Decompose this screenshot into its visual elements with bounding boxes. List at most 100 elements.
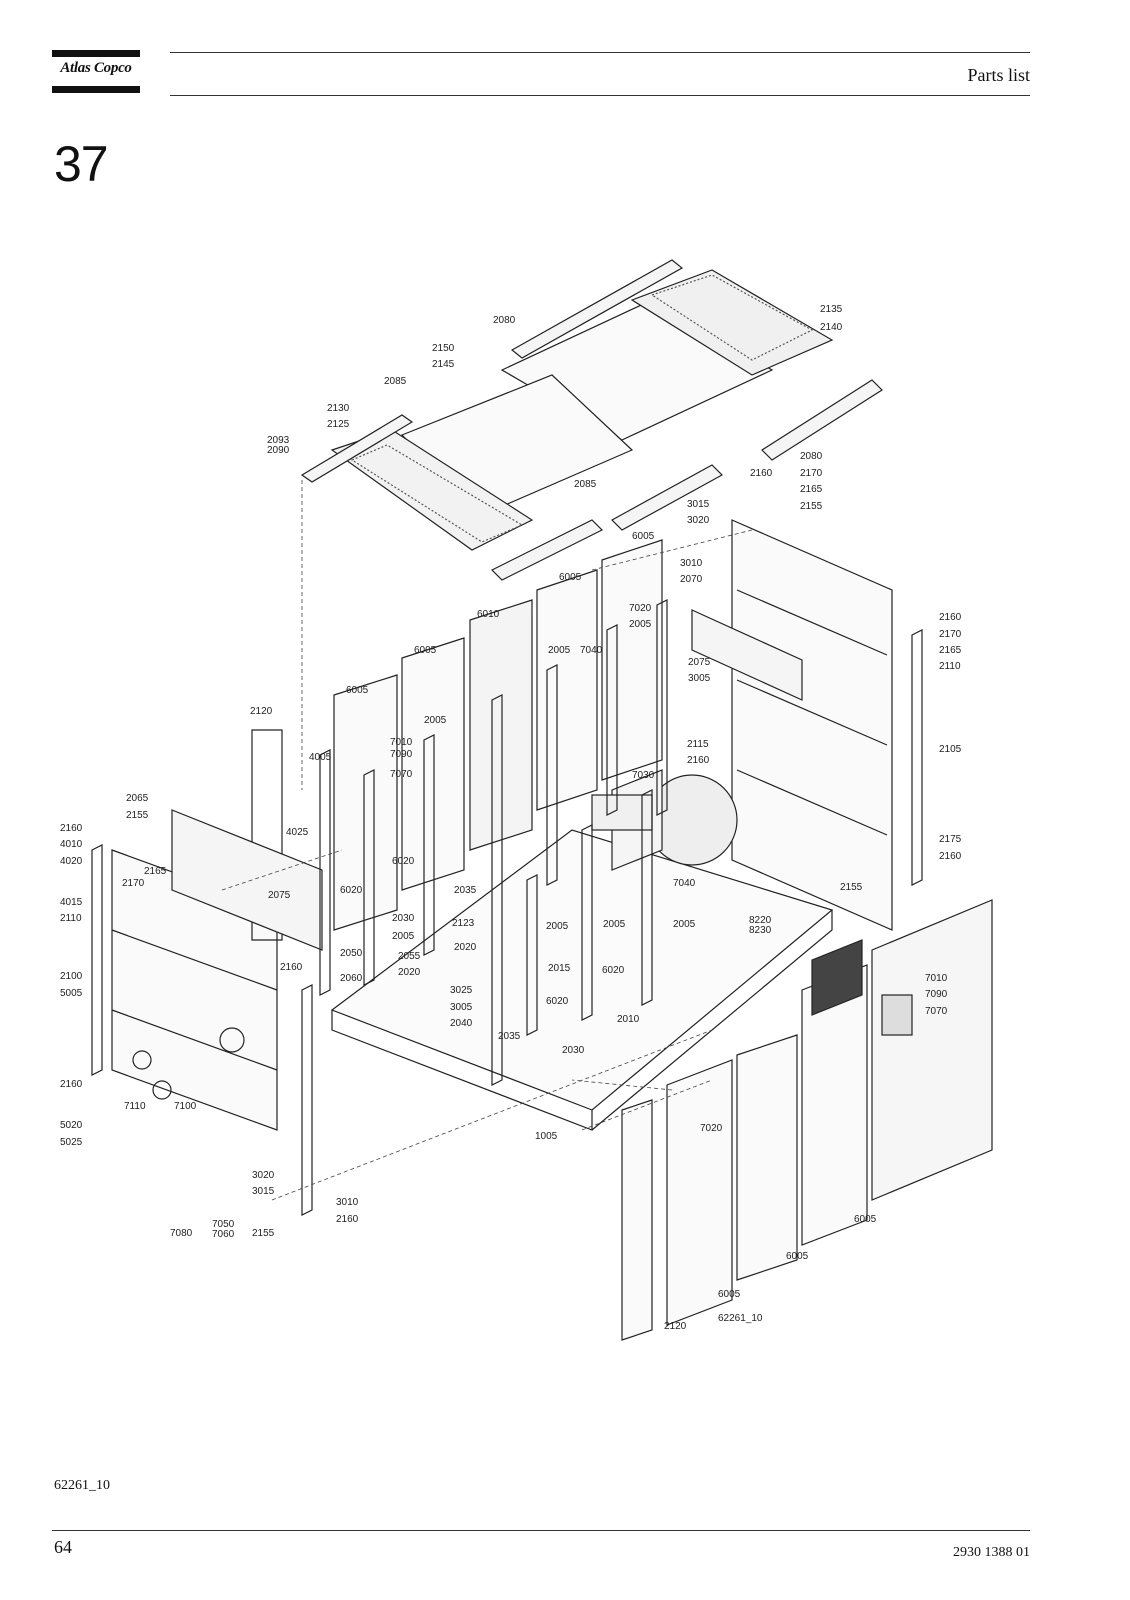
part-label: 2160 [280,962,303,973]
part-label: 2145 [432,359,455,370]
part-label: 6010 [477,609,500,620]
part-label: 2115 [687,739,709,750]
part-label: 2005 [548,645,571,656]
part-label: 2030 [392,913,415,924]
part-label: 2035 [498,1031,521,1042]
part-label: 7070 [390,769,413,780]
part-label: 2050 [340,948,363,959]
part-label: 3020 [687,515,710,526]
part-label: 7110 [124,1101,146,1112]
part-label: 2005 [546,921,569,932]
part-label: 4005 [309,752,332,763]
part-label: 2150 [432,343,455,354]
part-label: 2155 [800,501,823,512]
part-label: 3015 [252,1186,275,1197]
part-label: 2105 [939,744,962,755]
part-label: 2070 [680,574,703,585]
part-label: 6020 [546,996,569,1007]
part-label: 3010 [336,1197,359,1208]
part-label: 2110 [60,913,82,924]
part-label: 2155 [252,1228,275,1239]
header-rule-top [170,52,1030,53]
part-label: 2160 [939,612,962,623]
part-label: 2065 [126,793,149,804]
part-label: 2040 [450,1018,473,1029]
part-label: 7090 [925,989,948,1000]
part-label: 2140 [820,322,843,333]
part-label: 6005 [718,1289,741,1300]
part-label: 7050 [212,1219,235,1230]
part-label: 7090 [390,749,413,760]
chapter-number: 37 [54,136,109,192]
part-label: 2020 [454,942,477,953]
part-label: 2005 [424,715,447,726]
part-label: 2090 [267,445,290,456]
part-label: 6020 [392,856,415,867]
part-label: 2160 [60,823,83,834]
part-label: 7040 [580,645,603,656]
part-label: 3025 [450,985,473,996]
part-label: 2160 [939,851,962,862]
part-label: 7040 [673,878,696,889]
part-label: 2170 [939,629,962,640]
part-label: 8230 [749,925,772,936]
part-label: 7010 [925,973,948,984]
part-label: 2120 [664,1321,687,1332]
part-label: 7070 [925,1006,948,1017]
header-rule-bottom [170,95,1030,96]
part-label: 2123 [452,918,475,929]
part-label: 7020 [700,1123,723,1134]
part-label: 62261_10 [718,1313,763,1324]
part-label: 2165 [144,866,167,877]
part-label: 4020 [60,856,83,867]
part-label: 2075 [268,890,291,901]
part-label: 2135 [820,304,843,315]
logo-bar-bottom [52,86,140,93]
part-label: 2165 [939,645,962,656]
part-label: 2005 [392,931,415,942]
part-label: 2030 [562,1045,585,1056]
part-label: 2085 [384,376,407,387]
exploded-parts-drawing: 2080 2135 2140 2150 2145 2085 2130 2125 … [52,250,1032,1370]
part-label: 6005 [632,531,655,542]
part-label: 3005 [688,673,711,684]
part-label: 2170 [122,878,145,889]
part-label: 2055 [398,951,421,962]
part-label: 3005 [450,1002,473,1013]
part-label: 2080 [800,451,823,462]
part-label: 2005 [603,919,626,930]
part-label: 2160 [687,755,710,766]
part-label: 2005 [673,919,696,930]
part-label: 6020 [602,965,625,976]
part-label: 3010 [680,558,703,569]
part-label: 6005 [414,645,437,656]
part-label: 2035 [454,885,477,896]
part-label: 6005 [559,572,582,583]
parts-drawing-svg: 2080 2135 2140 2150 2145 2085 2130 2125 … [60,259,993,1341]
part-label: 2155 [126,810,149,821]
part-label: 2005 [629,619,652,630]
atlas-copco-logo: Atlas Copco [52,50,140,94]
part-label: 5025 [60,1137,83,1148]
document-number: 2930 1388 01 [953,1545,1030,1560]
part-label: 2160 [336,1214,359,1225]
part-label: 2075 [688,657,711,668]
part-label: 7030 [632,770,655,781]
part-label: 2130 [327,403,350,414]
part-label: 2110 [939,661,961,672]
part-label: 6005 [346,685,369,696]
part-label: 6005 [786,1251,809,1262]
page-number: 64 [54,1537,72,1557]
part-label: 2010 [617,1014,640,1025]
part-label: 2020 [398,967,421,978]
part-label: 4025 [286,827,309,838]
part-label: 4010 [60,839,83,850]
part-label: 3015 [687,499,710,510]
part-label: 7010 [390,737,413,748]
part-label: 2160 [60,1079,83,1090]
part-label: 2175 [939,834,962,845]
logo-bar-top [52,50,140,57]
logo-wordmark: Atlas Copco [60,60,132,76]
part-label: 1005 [535,1131,558,1142]
part-label: 7060 [212,1229,235,1240]
